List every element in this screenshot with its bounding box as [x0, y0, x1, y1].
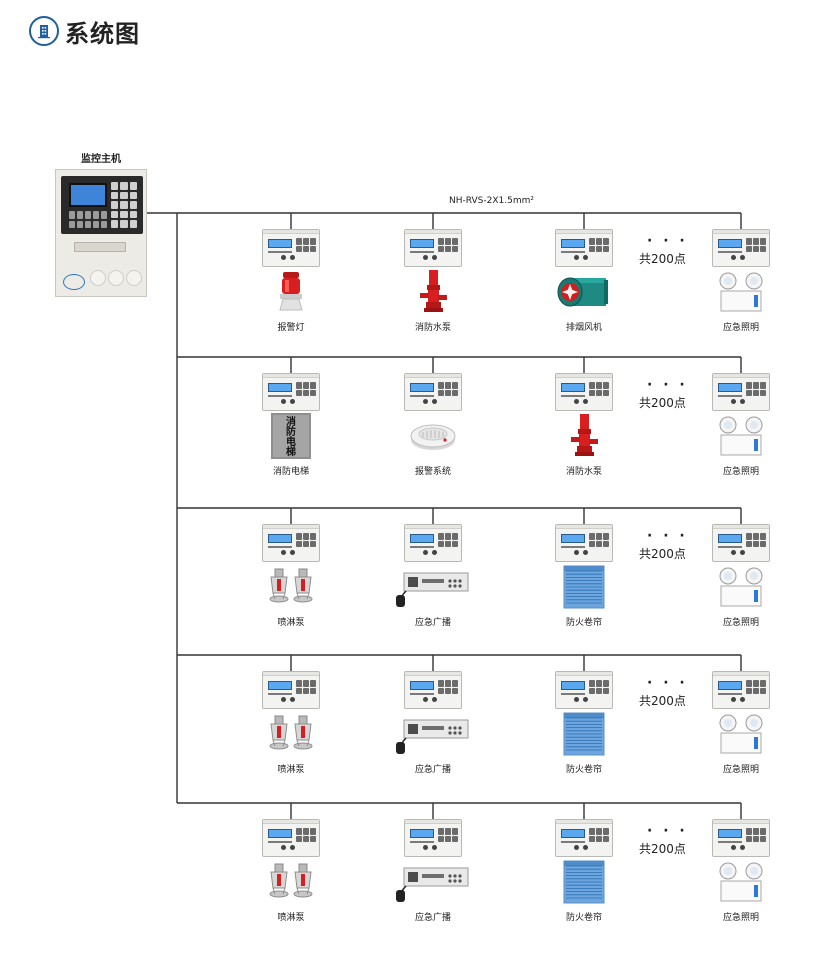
monitoring-host: 监控主机	[55, 150, 147, 297]
point-count-label: 共200点	[639, 694, 686, 708]
page-header: 系统图	[29, 14, 140, 48]
ellipsis: · · ·	[647, 675, 688, 691]
fire-pump-icon	[544, 413, 624, 459]
control-module-icon	[262, 524, 320, 562]
emergency-light-icon	[701, 859, 781, 905]
device-label: 应急照明	[722, 323, 759, 333]
device-label: 应急照明	[722, 618, 759, 628]
device-label: 应急照明	[722, 913, 759, 923]
control-module-icon	[555, 524, 613, 562]
fire-elevator-icon: 消 防 电 梯	[251, 413, 331, 459]
point-count-label: 共200点	[639, 252, 686, 266]
device-label: 喷淋泵	[277, 765, 305, 775]
fire-shutter-icon	[544, 711, 624, 757]
page-title: 系统图	[65, 19, 140, 48]
svg-text:电: 电	[286, 435, 296, 448]
ellipsis: · · ·	[647, 233, 688, 249]
host-cabinet-icon	[55, 169, 147, 297]
point-count-label: 共200点	[639, 842, 686, 856]
device-label: 应急照明	[722, 467, 759, 477]
fire-pump-icon	[393, 269, 473, 315]
host-label: 监控主机	[81, 154, 121, 165]
broadcast-amplifier-icon	[393, 564, 473, 610]
device-label: 喷淋泵	[277, 618, 305, 628]
control-module-icon	[404, 671, 462, 709]
control-module-icon	[555, 373, 613, 411]
control-module-icon	[555, 671, 613, 709]
point-count-label: 共200点	[639, 547, 686, 561]
smoke-detector-icon	[393, 413, 473, 459]
device-label: 消防电梯	[272, 467, 309, 477]
device-label: 应急广播	[414, 913, 451, 923]
ellipsis: · · ·	[647, 823, 688, 839]
svg-text:梯: 梯	[286, 445, 296, 458]
cable-spec-label: NH-RVS-2X1.5mm²	[449, 196, 534, 206]
control-module-icon	[262, 819, 320, 857]
device-label: 防火卷帘	[565, 765, 602, 775]
emergency-light-icon	[701, 413, 781, 459]
device-label: 应急照明	[722, 765, 759, 775]
svg-text:防: 防	[286, 425, 296, 438]
control-module-icon	[404, 229, 462, 267]
device-label: 喷淋泵	[277, 913, 305, 923]
control-module-icon	[404, 524, 462, 562]
broadcast-amplifier-icon	[393, 711, 473, 757]
emergency-light-icon	[701, 564, 781, 610]
control-module-icon	[712, 524, 770, 562]
device-label: 防火卷帘	[565, 618, 602, 628]
control-module-icon	[262, 671, 320, 709]
sprinkler-icon	[251, 564, 331, 610]
sprinkler-icon	[251, 859, 331, 905]
brand-logo-icon	[63, 274, 85, 290]
fire-shutter-icon	[544, 564, 624, 610]
broadcast-amplifier-icon	[393, 859, 473, 905]
fire-shutter-icon	[544, 859, 624, 905]
device-label: 消防水泵	[565, 467, 602, 477]
control-module-icon	[262, 373, 320, 411]
device-label: 排烟风机	[565, 323, 602, 333]
smoke-exhaust-fan-icon	[544, 269, 624, 315]
point-count-label: 共200点	[639, 396, 686, 410]
device-label: 报警灯	[277, 323, 305, 333]
alarm-light-icon	[251, 269, 331, 315]
control-module-icon	[555, 229, 613, 267]
control-module-icon	[404, 819, 462, 857]
control-module-icon	[262, 229, 320, 267]
ellipsis: · · ·	[647, 528, 688, 544]
device-label: 应急广播	[414, 618, 451, 628]
control-module-icon	[712, 373, 770, 411]
sprinkler-icon	[251, 711, 331, 757]
ellipsis: · · ·	[647, 377, 688, 393]
device-label: 应急广播	[414, 765, 451, 775]
device-label: 报警系统	[414, 467, 451, 477]
control-module-icon	[712, 819, 770, 857]
control-module-icon	[555, 819, 613, 857]
device-label: 防火卷帘	[565, 913, 602, 923]
control-module-icon	[712, 229, 770, 267]
building-icon	[29, 16, 59, 46]
control-module-icon	[404, 373, 462, 411]
control-module-icon	[712, 671, 770, 709]
device-label: 消防水泵	[414, 323, 451, 333]
emergency-light-icon	[701, 711, 781, 757]
emergency-light-icon	[701, 269, 781, 315]
svg-text:消: 消	[286, 415, 296, 428]
